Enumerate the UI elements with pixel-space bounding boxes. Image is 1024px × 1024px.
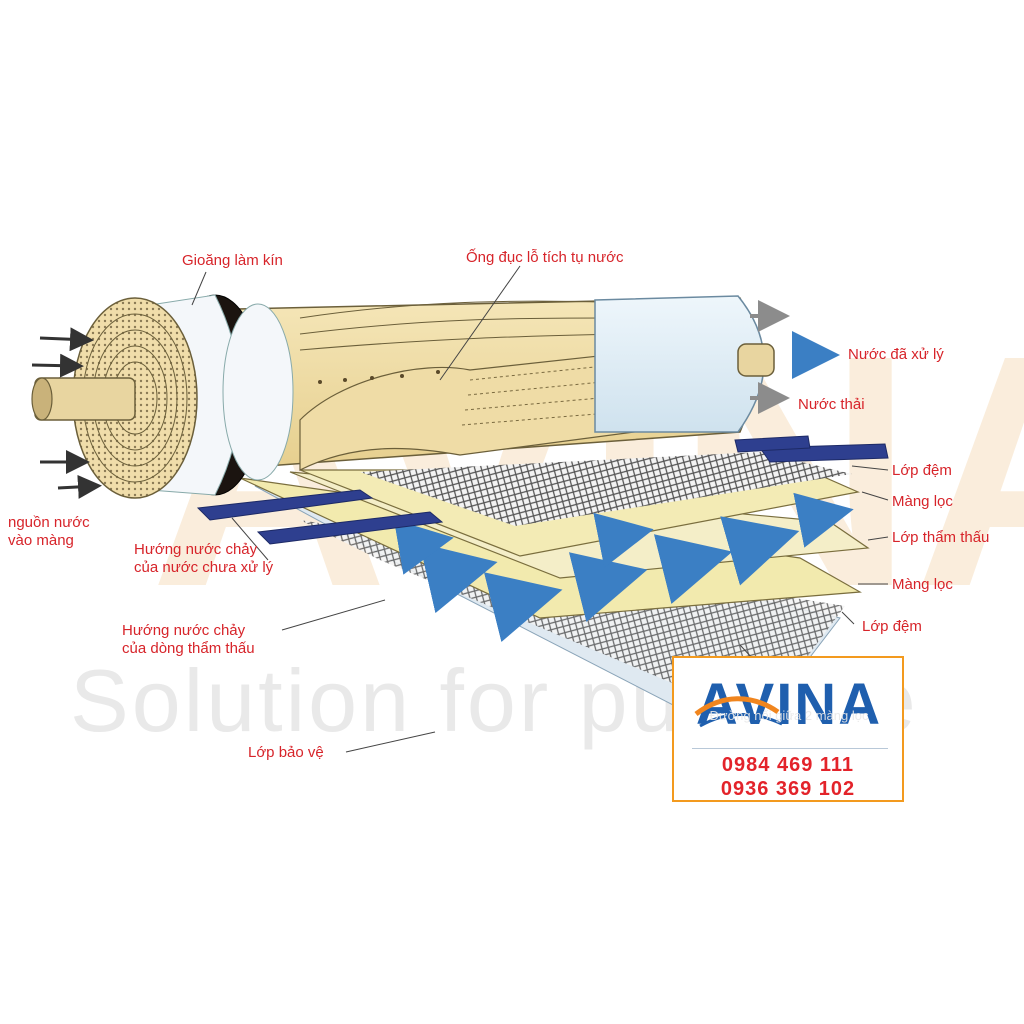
label-permeate-layer: Lớp thẩm thấu (892, 529, 990, 546)
label-treated-water: Nước đã xử lý (848, 346, 944, 363)
label-permeate-flow-line2: của dòng thẩm thấu (122, 640, 255, 657)
perforation-holes (318, 370, 440, 384)
label-membrane-top: Màng lọc (892, 493, 953, 510)
label-permeate-flow-line1: Hướng nước chảy (122, 622, 246, 639)
label-gasket: Gioăng làm kín (182, 252, 283, 269)
phone-number-1: 0984 469 111 (721, 754, 855, 776)
label-waste-water: Nước thải (798, 396, 865, 413)
label-spacer-bottom: Lớp đệm (862, 618, 922, 635)
label-inlet-line2: vào màng (8, 532, 74, 549)
feed-channels (196, 435, 889, 545)
permeate-flow-arrows (393, 492, 854, 643)
membrane-joint-label: Đường nối giữa 2 màng lọc (710, 708, 869, 723)
concentrate-arrows (750, 300, 790, 414)
label-feed-flow-line2: của nước chưa xử lý (134, 559, 274, 576)
inlet-arrows (31, 327, 102, 499)
top-spacer-mesh (360, 452, 852, 526)
avina-logo: AVINA Đường nối giữa 2 màng lọc (694, 672, 882, 737)
svg-text:AVINA: AVINA (696, 672, 882, 737)
label-inlet-line1: nguồn nước (8, 514, 90, 531)
label-protective-layer: Lớp bảo vệ (248, 744, 324, 761)
contact-box: AVINA Đường nối giữa 2 màng lọc 0984 469… (672, 656, 904, 802)
label-feed-flow-line1: Hướng nước chảy (134, 541, 258, 558)
outlet-tube (737, 343, 775, 377)
divider (692, 748, 888, 749)
label-perforated-tube: Ống đục lỗ tích tụ nước (466, 249, 624, 266)
phone-number-2: 0936 369 102 (720, 778, 856, 800)
label-spacer-top: Lớp đệm (892, 462, 952, 479)
label-membrane-bottom: Màng lọc (892, 576, 953, 593)
